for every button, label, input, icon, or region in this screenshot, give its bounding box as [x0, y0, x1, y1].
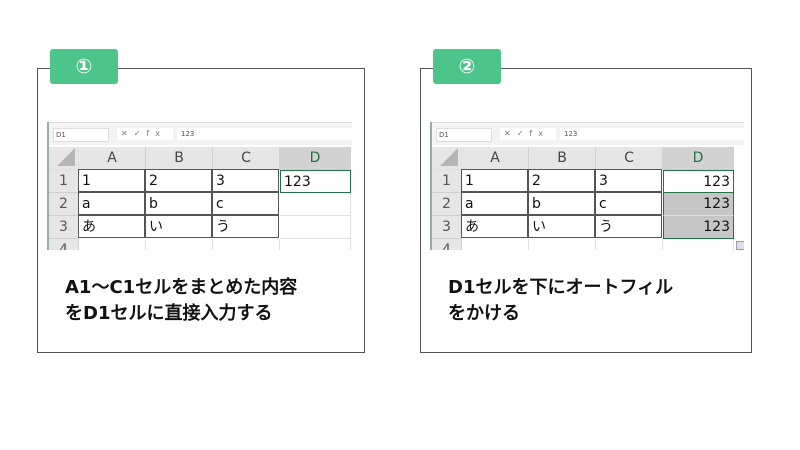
column-header-d[interactable]: D	[663, 147, 734, 170]
cell-a2[interactable]: a	[461, 192, 528, 215]
formula-buttons-icon[interactable]: ✕✓fx	[500, 128, 556, 140]
row-header-1[interactable]: 1	[49, 170, 79, 193]
column-header-a[interactable]: A	[79, 147, 146, 170]
cell-b3[interactable]: い	[145, 215, 212, 238]
row-header-3[interactable]: 3	[432, 216, 462, 239]
name-box[interactable]: D1	[436, 128, 492, 142]
step-2-caption: D1セルを下にオートフィル をかける	[448, 275, 673, 327]
caption-line: をかける	[448, 303, 520, 324]
row-header-2[interactable]: 2	[432, 193, 462, 216]
select-all-corner[interactable]	[432, 147, 462, 170]
step-2-panel	[420, 68, 752, 353]
cell-c3[interactable]: う	[595, 215, 662, 238]
row-header-3[interactable]: 3	[49, 216, 79, 239]
cell-d1[interactable]: 123	[663, 170, 734, 193]
name-box[interactable]: D1	[53, 128, 109, 142]
cell-a1[interactable]: 1	[461, 169, 528, 192]
cell-c4[interactable]	[213, 239, 280, 250]
cell-c2[interactable]: c	[212, 192, 279, 215]
cell-d1[interactable]: 123	[280, 170, 351, 193]
formula-input[interactable]: 123	[177, 128, 352, 140]
cell-c4[interactable]	[596, 239, 663, 250]
step-1-panel	[37, 68, 365, 353]
caption-line: をD1セルに直接入力する	[65, 303, 273, 324]
row-header-4[interactable]: 4	[49, 239, 79, 250]
cell-a3[interactable]: あ	[461, 215, 528, 238]
cell-c1[interactable]: 3	[595, 169, 662, 192]
cell-b1[interactable]: 2	[145, 169, 212, 192]
column-header-a[interactable]: A	[462, 147, 529, 170]
row-header-2[interactable]: 2	[49, 193, 79, 216]
column-header-b[interactable]: B	[529, 147, 596, 170]
step-1-caption: A1～C1セルをまとめた内容 をD1セルに直接入力する	[65, 275, 297, 327]
cell-d4[interactable]	[663, 239, 734, 250]
cell-d3[interactable]	[280, 216, 351, 239]
formula-bar: D1 ✕✓fx 123	[432, 122, 744, 145]
cell-b3[interactable]: い	[528, 215, 595, 238]
caption-line: A1～C1セルをまとめた内容	[65, 277, 298, 298]
cell-b4[interactable]	[529, 239, 596, 250]
cell-d3[interactable]: 123	[663, 216, 734, 239]
row-header-1[interactable]: 1	[432, 170, 462, 193]
cell-a4[interactable]	[79, 239, 146, 250]
cell-c3[interactable]: う	[212, 215, 279, 238]
cell-b4[interactable]	[146, 239, 213, 250]
cell-b2[interactable]: b	[145, 192, 212, 215]
cell-b2[interactable]: b	[528, 192, 595, 215]
row-header-4[interactable]: 4	[432, 239, 462, 250]
cell-a1[interactable]: 1	[78, 169, 145, 192]
column-header-c[interactable]: C	[213, 147, 280, 170]
formula-input[interactable]: 123	[560, 128, 744, 140]
cell-c1[interactable]: 3	[212, 169, 279, 192]
caption-line: D1セルを下にオートフィル	[448, 277, 674, 298]
cell-b1[interactable]: 2	[528, 169, 595, 192]
cell-d2[interactable]: 123	[663, 193, 734, 216]
select-all-corner[interactable]	[49, 147, 79, 170]
cell-d4[interactable]	[280, 239, 351, 250]
formula-bar: D1 ✕✓fx 123	[49, 122, 352, 145]
cell-a4[interactable]	[462, 239, 529, 250]
cell-d2[interactable]	[280, 193, 351, 216]
cell-a2[interactable]: a	[78, 192, 145, 215]
step-2-badge: ②	[433, 49, 501, 84]
cell-a3[interactable]: あ	[78, 215, 145, 238]
step-1-badge: ①	[50, 49, 118, 84]
column-header-c[interactable]: C	[596, 147, 663, 170]
autofill-options-icon[interactable]	[736, 241, 744, 250]
column-header-d[interactable]: D	[280, 147, 351, 170]
column-header-b[interactable]: B	[146, 147, 213, 170]
formula-buttons-icon[interactable]: ✕✓fx	[117, 128, 173, 140]
cell-c2[interactable]: c	[595, 192, 662, 215]
